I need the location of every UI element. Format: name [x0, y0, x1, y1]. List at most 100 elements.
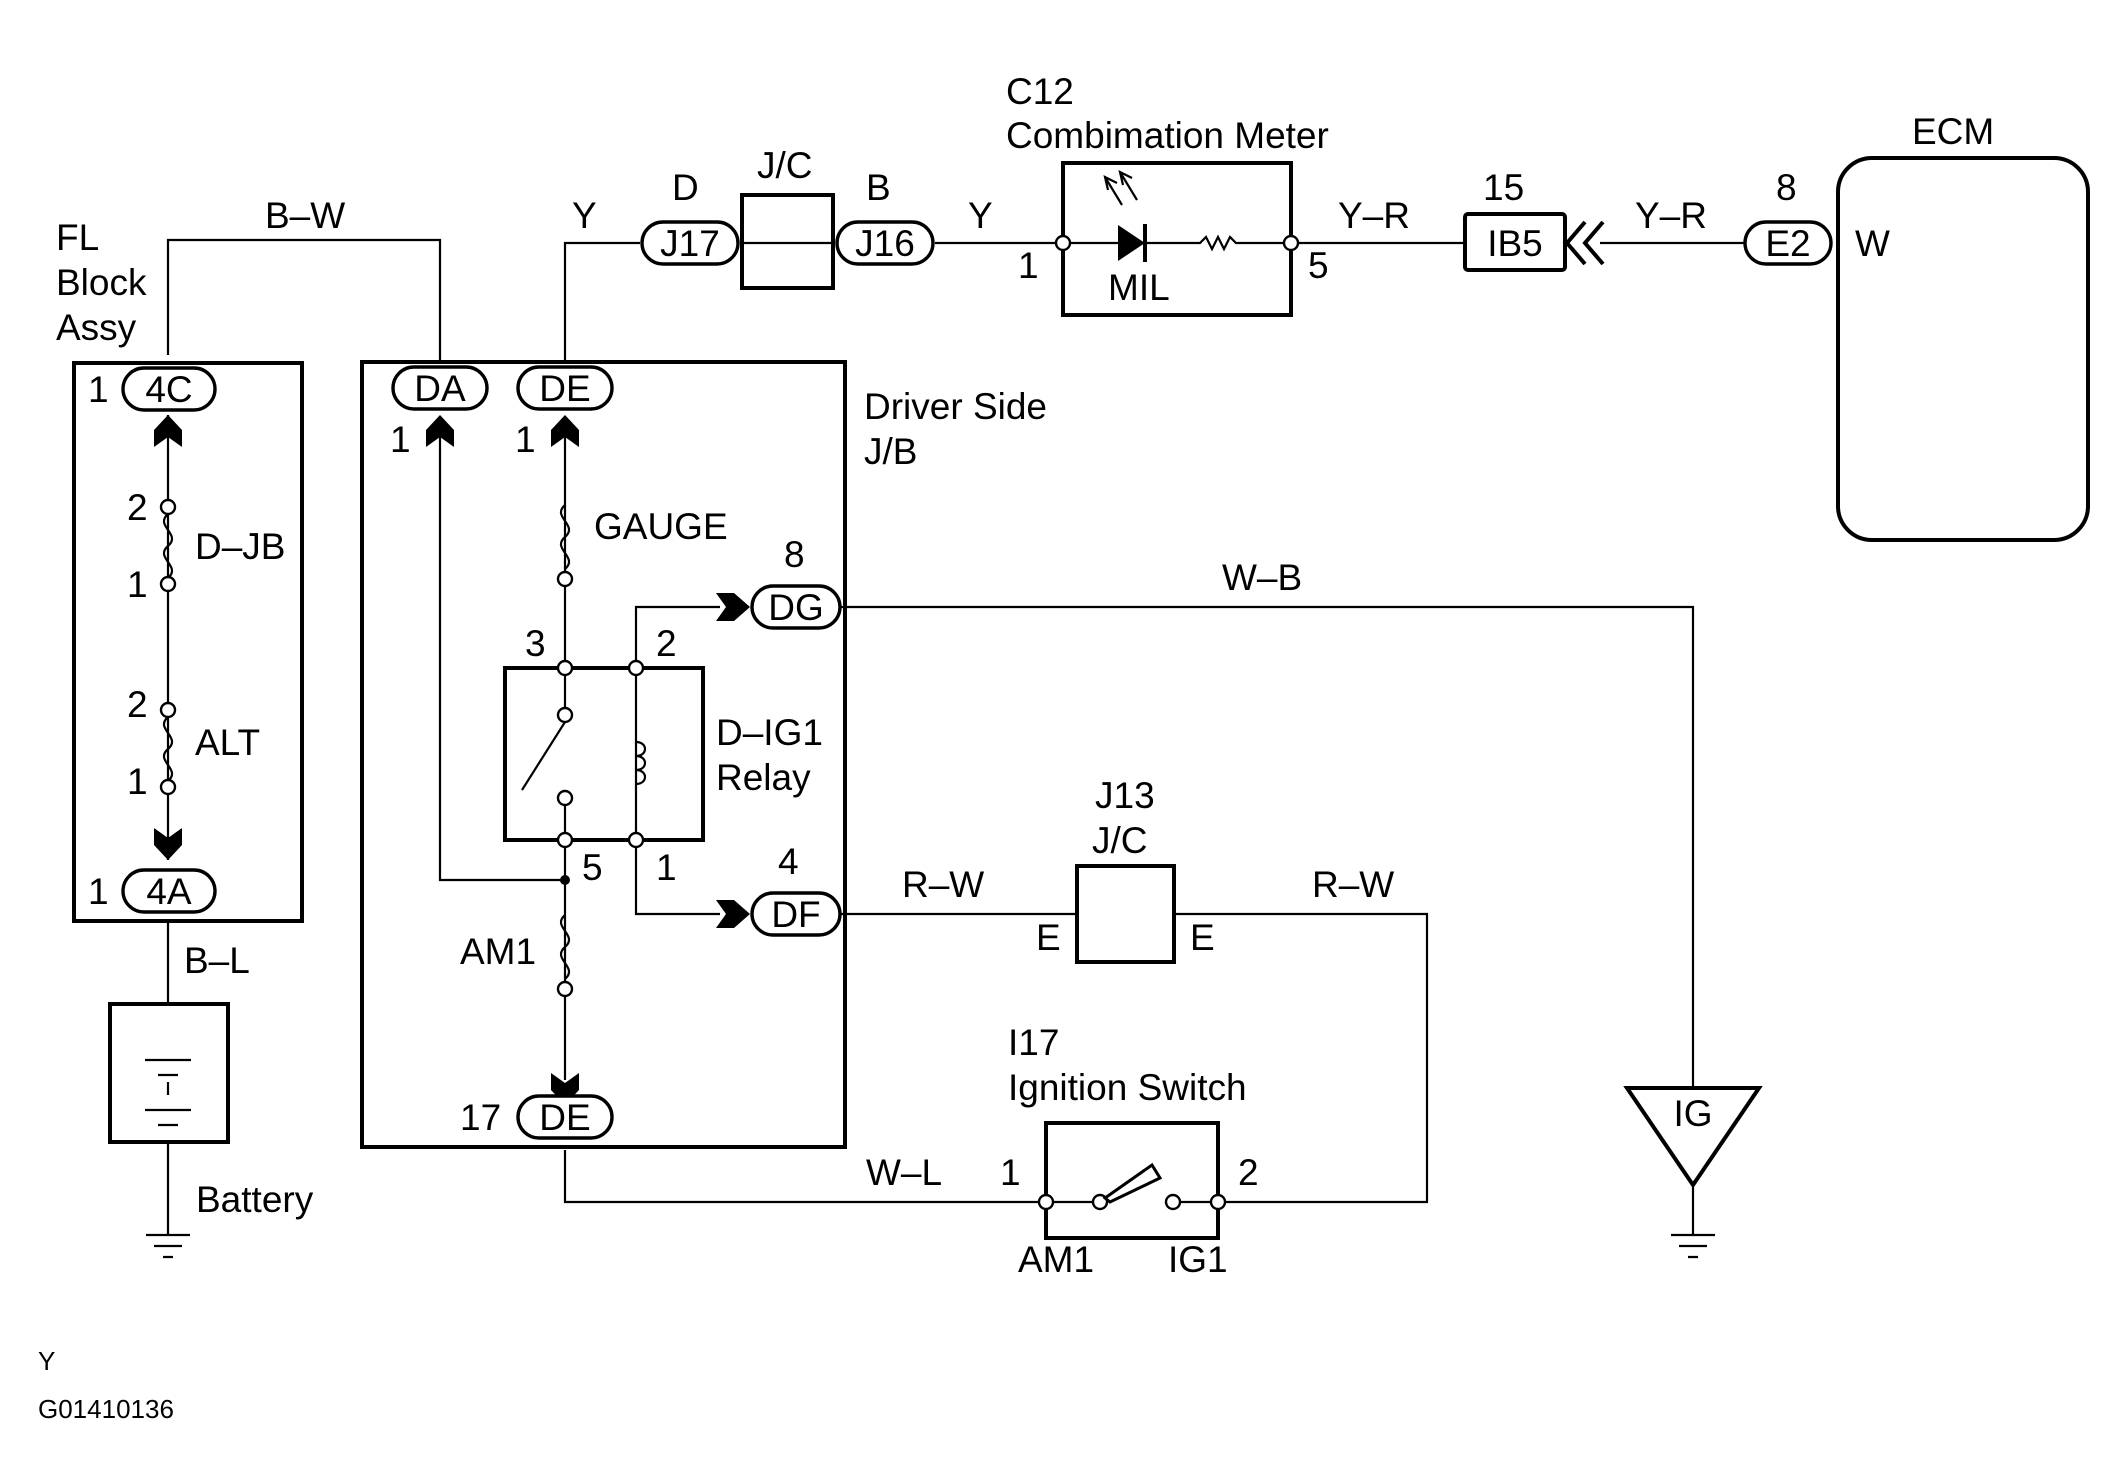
arrow-de-top [551, 415, 579, 447]
wire-y-de-j17 [563, 241, 640, 360]
ignition-pin1: 1 [1000, 1152, 1021, 1193]
wire-label-rw2: R–W [1312, 864, 1394, 905]
ignition-code: I17 [1008, 1022, 1059, 1063]
ignition-ig1: IG1 [1168, 1239, 1228, 1280]
connector-4a-pin: 1 [88, 871, 109, 912]
connector-da-pin: 1 [390, 419, 411, 460]
connector-4a-code: 4A [146, 871, 192, 912]
ignition-name: Ignition Switch [1008, 1067, 1247, 1108]
battery-ground-icon [146, 1233, 190, 1259]
ignition-am1: AM1 [1018, 1239, 1094, 1280]
figure-id: G01410136 [38, 1394, 174, 1424]
battery-label: Battery [196, 1179, 314, 1220]
ib5-code: IB5 [1487, 223, 1543, 264]
connector-de-bottom [516, 1094, 614, 1140]
ig-label: IG [1673, 1093, 1712, 1134]
connector-df [750, 891, 842, 937]
relay-label-1: D–IG1 [716, 712, 823, 753]
wire-label-y1: Y [572, 195, 597, 236]
arrow-da [426, 415, 454, 447]
wire-label-rw1: R–W [902, 864, 984, 905]
connector-dg-pin: 8 [784, 534, 805, 575]
relay-pin2: 2 [656, 623, 677, 664]
relay-label-2: Relay [716, 757, 811, 798]
wire-label-bl: B–L [184, 940, 250, 981]
connector-j17 [640, 220, 740, 266]
d-ig1-relay: D–IG1 Relay 3 2 5 1 [503, 623, 823, 888]
wire-label-yr1: Y–R [1338, 195, 1410, 236]
wire-meter-resistor [1145, 234, 1288, 252]
connector-4a [121, 868, 217, 914]
j13-code: J13 [1095, 775, 1155, 816]
fuse-djb-pin2: 2 [127, 487, 148, 528]
connector-de-bottom-code: DE [539, 1097, 590, 1138]
connector-4c-pin: 1 [88, 369, 109, 410]
wire-wl [563, 1150, 1046, 1204]
j13-pin-right: E [1190, 917, 1215, 958]
relay-pin5: 5 [582, 847, 603, 888]
relay-pin3: 3 [525, 623, 546, 664]
j13-pin-left: E [1036, 917, 1061, 958]
connector-j16-code: J16 [855, 223, 915, 264]
wire-relay-df [634, 840, 720, 916]
ib5-chevron [1564, 220, 1605, 266]
fuse-gauge-label: GAUGE [594, 506, 728, 547]
fl-block-assy: FL Block Assy 4C 1 D–JB 2 1 ALT 2 1 4A 1 [56, 217, 304, 923]
jc-pin-d: D [672, 167, 699, 208]
jb-label-1: Driver Side [864, 386, 1047, 427]
connector-dg-code: DG [768, 587, 824, 628]
fuse-djb-pin1: 1 [127, 564, 148, 605]
connector-j16 [835, 220, 935, 266]
connector-4c-code: 4C [145, 369, 192, 410]
fuse-djb: D–JB 2 1 [127, 487, 285, 605]
fl-block-label-1: FL [56, 217, 99, 258]
wire-wb [840, 605, 1695, 1088]
fuse-gauge: GAUGE [556, 504, 728, 588]
fl-block-label-3: Assy [56, 307, 137, 348]
light-ray-2 [1118, 169, 1138, 201]
wire-label-y2: Y [968, 195, 993, 236]
arrow-4c [154, 415, 182, 447]
connector-df-code: DF [771, 894, 820, 935]
fuse-alt-pin2: 2 [127, 684, 148, 725]
wire-label-wb: W–B [1222, 557, 1302, 598]
ecm-box [1836, 156, 2090, 542]
ignition-switch: I17 Ignition Switch W–L 1 2 AM1 IG1 [866, 1022, 1259, 1280]
connector-ib5: 15 IB5 Y–R [1463, 167, 1707, 272]
fl-block-label-2: Block [56, 262, 147, 303]
meter-name: Combimation Meter [1006, 115, 1329, 156]
mil-label: MIL [1108, 267, 1170, 308]
connector-de-top-code: DE [539, 368, 590, 409]
driver-side-jb: Driver Side J/B DA 1 DE 1 GAUGE DG 8 [360, 360, 1047, 1149]
meter-box [1061, 161, 1293, 317]
fuse-alt-pin1: 1 [127, 761, 148, 802]
jc-box [740, 193, 835, 290]
connector-de-bottom-pin: 17 [460, 1097, 501, 1138]
connector-df-pin: 4 [778, 841, 799, 882]
meter-pin1: 1 [1018, 245, 1039, 286]
arrow-dg [716, 593, 750, 621]
meter-pin5: 5 [1308, 245, 1329, 286]
combination-meter: C12 Combimation Meter MIL 1 5 Y–R [1006, 71, 1410, 317]
meter-code: C12 [1006, 71, 1074, 112]
wire-da-down [438, 425, 565, 882]
connector-j17-code: J17 [660, 223, 720, 264]
ib5-pin: 15 [1483, 167, 1524, 208]
fuse-am1: AM1 [460, 914, 574, 998]
fuse-alt: ALT 2 1 [127, 684, 260, 802]
wire-relay-dg [634, 605, 720, 668]
fuse-alt-label: ALT [195, 722, 260, 763]
ig-ground-symbol: IG [1623, 1086, 1763, 1259]
ecm-terminal: W [1855, 223, 1890, 264]
connector-de-top [516, 365, 614, 411]
wire-label-bw: B–W [265, 195, 345, 236]
jb-label-2: J/B [864, 431, 917, 472]
fuse-am1-label: AM1 [460, 931, 536, 972]
ignition-pin2: 2 [1238, 1152, 1259, 1193]
fuse-djb-label: D–JB [195, 526, 285, 567]
jc-label: J/C [757, 145, 813, 186]
connector-e2 [1743, 220, 1833, 266]
wire-rw-right [1176, 912, 1429, 1204]
junction-dot [560, 875, 570, 885]
